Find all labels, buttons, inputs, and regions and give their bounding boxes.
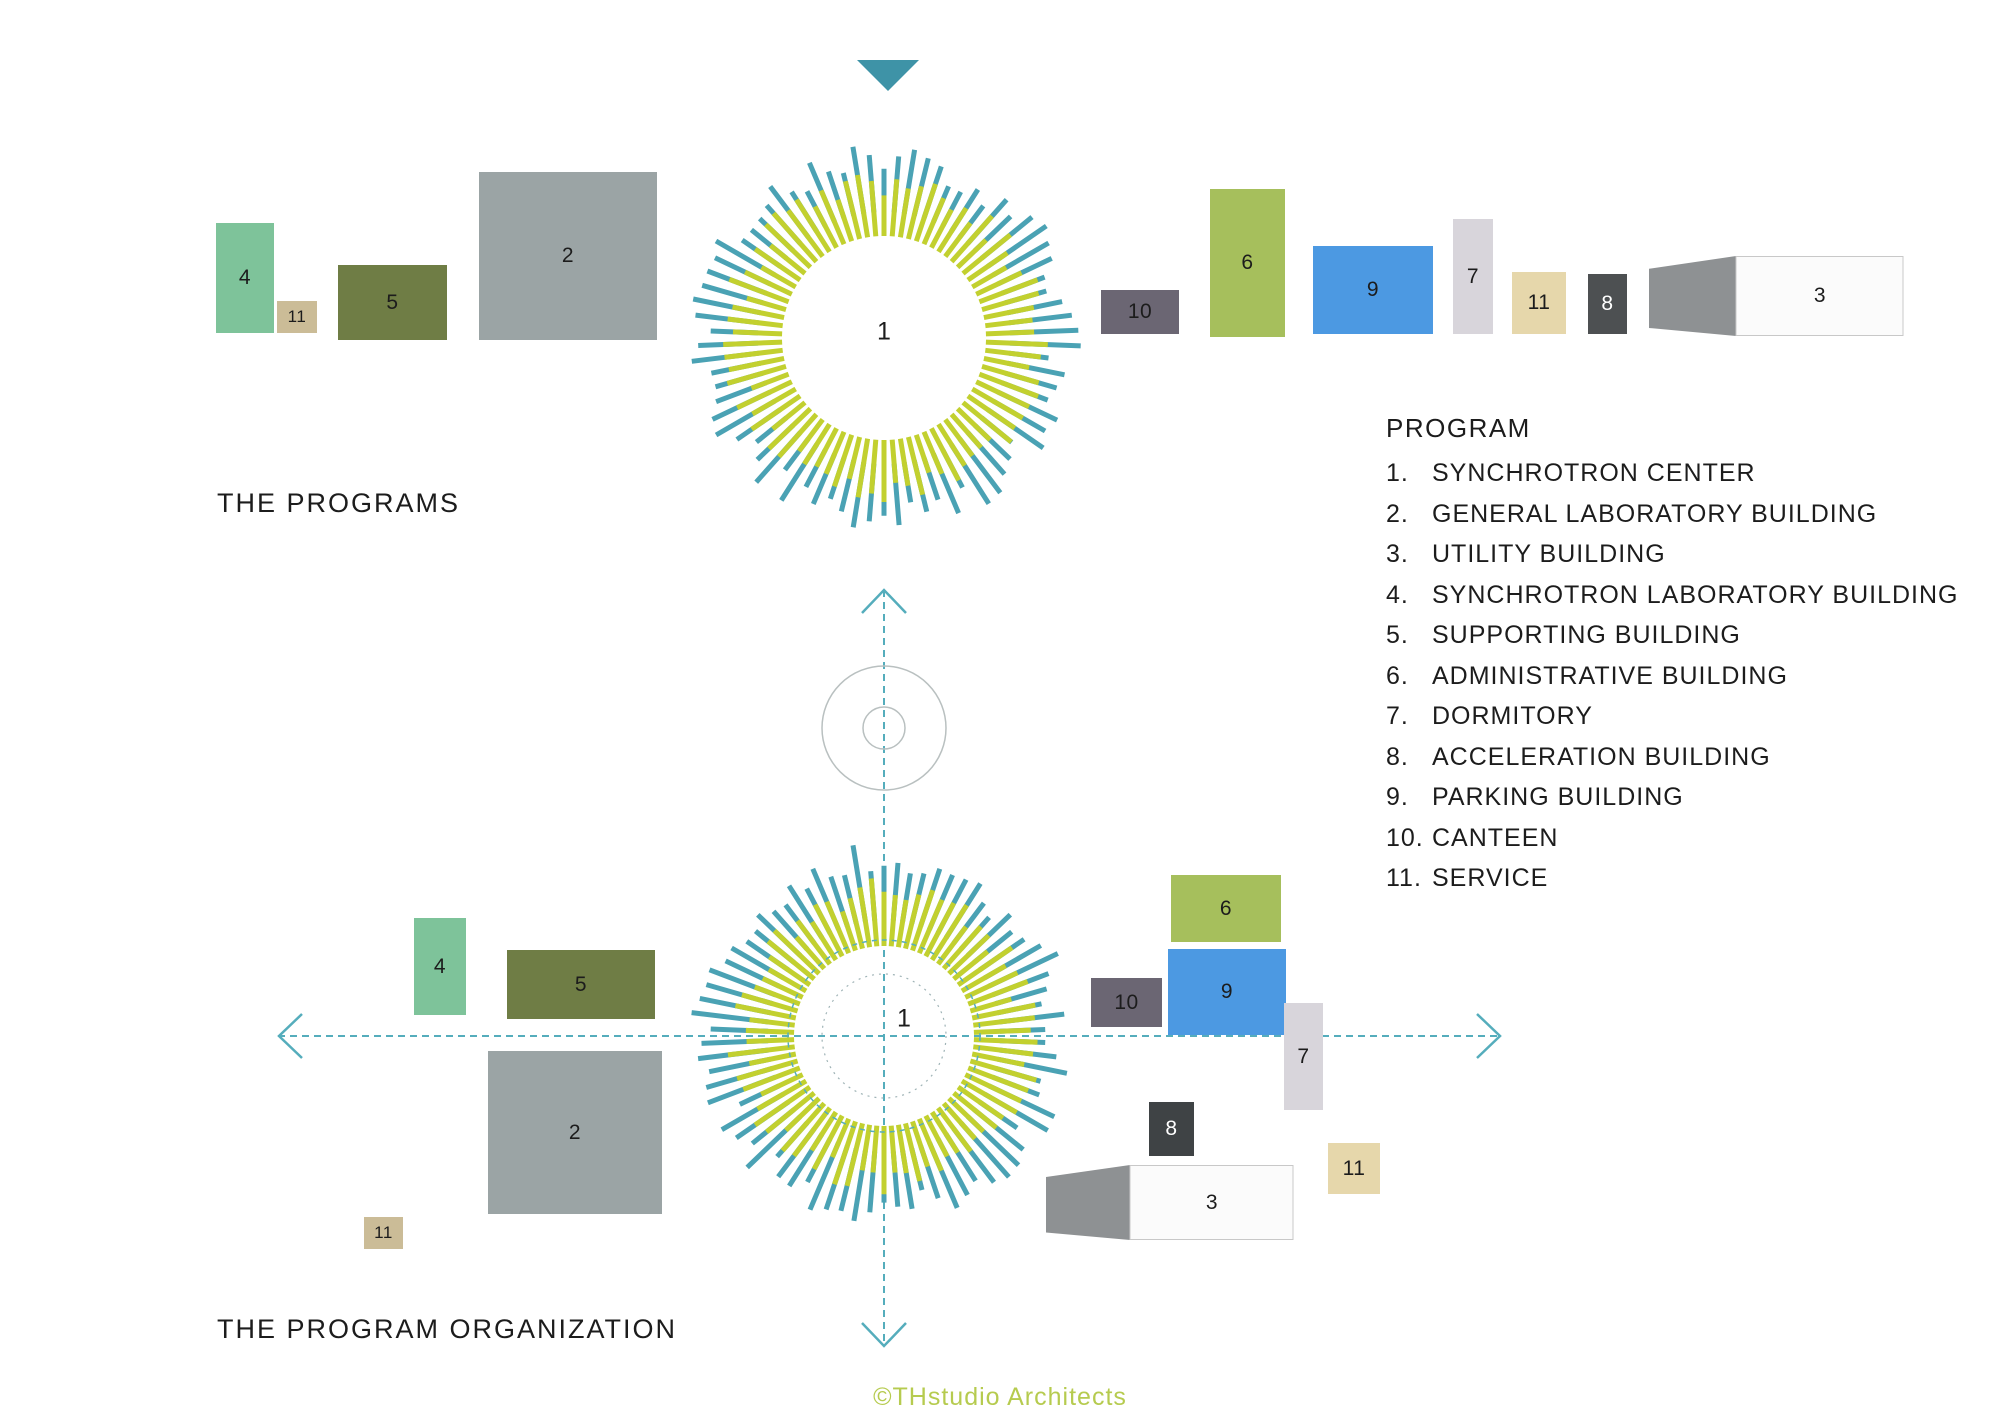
legend-item-number: 5. bbox=[1386, 621, 1409, 649]
block-label: 9 bbox=[1220, 980, 1234, 1003]
block-label: 8 bbox=[1165, 1117, 1178, 1140]
legend-item-10: 10. CANTEEN bbox=[1386, 824, 1958, 865]
block-label: 2 bbox=[568, 1120, 582, 1144]
programs-block-3: 3 bbox=[1649, 256, 1904, 336]
legend-item-number: 9. bbox=[1386, 783, 1409, 811]
block-label: 2 bbox=[561, 244, 575, 267]
organization-block-7: 7 bbox=[1284, 1003, 1323, 1110]
legend-item-11: 11. SERVICE bbox=[1386, 864, 1958, 905]
organization-block-2: 2 bbox=[488, 1051, 662, 1214]
left-arrow-icon bbox=[277, 1013, 303, 1059]
block-label: 4 bbox=[433, 954, 447, 978]
programs-block-7: 7 bbox=[1453, 219, 1493, 334]
concentric-ring-inner bbox=[862, 706, 906, 750]
legend-item-8: 8. ACCELERATION BUILDING bbox=[1386, 743, 1958, 784]
legend-item-number: 11. bbox=[1386, 864, 1422, 892]
right-arrow-icon bbox=[1476, 1013, 1502, 1059]
block-label: 3 bbox=[1813, 284, 1827, 307]
legend-item-number: 1. bbox=[1386, 459, 1409, 487]
programs-block-9: 9 bbox=[1313, 246, 1433, 334]
legend-item-2: 2. GENERAL LABORATORY BUILDING bbox=[1386, 500, 1958, 541]
legend-item-number: 8. bbox=[1386, 742, 1409, 771]
block-label: 3 bbox=[1205, 1190, 1219, 1214]
programs-block-10: 10 bbox=[1101, 290, 1179, 334]
legend-item-3: 3. UTILITY BUILDING bbox=[1386, 540, 1958, 581]
block-label: 6 bbox=[1241, 251, 1254, 274]
legend-item-label: ADMINISTRATIVE BUILDING bbox=[1432, 661, 1788, 690]
block-label: 11 bbox=[287, 307, 307, 326]
block-label: 8 bbox=[1601, 292, 1614, 315]
legend-item-9: 9. PARKING BUILDING bbox=[1386, 783, 1958, 824]
legend-item-number: 10. bbox=[1386, 823, 1424, 852]
legend-item-label: CANTEEN bbox=[1432, 823, 1559, 852]
programs-block-11a: 11 bbox=[277, 301, 317, 333]
block-label: 11 bbox=[374, 1223, 393, 1242]
organization-block-9: 9 bbox=[1168, 949, 1286, 1035]
legend-item-label: SERVICE bbox=[1432, 864, 1549, 892]
legend-item-label: UTILITY BUILDING bbox=[1432, 540, 1666, 568]
concentric-ring-outer bbox=[821, 665, 947, 791]
block-label: 7 bbox=[1466, 264, 1480, 288]
block-label: 10 bbox=[1114, 990, 1139, 1014]
programs-block-11b: 11 bbox=[1512, 272, 1566, 334]
sunburst-top: 1 bbox=[674, 128, 1094, 553]
organization-title: THE PROGRAM ORGANIZATION bbox=[217, 1314, 678, 1344]
block-label: 5 bbox=[386, 290, 399, 314]
up-arrow-icon bbox=[861, 588, 907, 614]
block-label: 5 bbox=[574, 972, 588, 996]
legend-item-5: 5. SUPPORTING BUILDING bbox=[1386, 621, 1958, 662]
legend-item-4: 4. SYNCHROTRON LABORATORY BUILDING bbox=[1386, 581, 1958, 622]
organization-block-6: 6 bbox=[1171, 875, 1281, 942]
programs-block-6: 6 bbox=[1210, 189, 1285, 337]
legend-title: PROGRAM bbox=[1386, 413, 1531, 443]
organization-block-11b: 11 bbox=[1328, 1143, 1380, 1194]
legend-item-number: 2. bbox=[1386, 499, 1409, 528]
legend-item-label: SYNCHROTRON CENTER bbox=[1432, 459, 1756, 487]
down-arrow-icon bbox=[861, 1322, 907, 1348]
block-label: 11 bbox=[1527, 291, 1551, 314]
programs-block-5: 5 bbox=[338, 265, 447, 340]
legend-item-label: PARKING BUILDING bbox=[1432, 783, 1684, 811]
legend-list: 1. SYNCHROTRON CENTER 2. GENERAL LABORATORY… bbox=[1386, 459, 1958, 905]
credit-text: ©THstudio Architects bbox=[873, 1383, 1127, 1411]
legend-item-number: 3. bbox=[1386, 540, 1409, 568]
legend-item-label: ACCELERATION BUILDING bbox=[1432, 742, 1771, 771]
organization-block-5: 5 bbox=[507, 950, 655, 1019]
programs-block-8: 8 bbox=[1588, 274, 1627, 334]
legend-item-number: 6. bbox=[1386, 661, 1409, 690]
organization-block-8: 8 bbox=[1149, 1102, 1194, 1156]
legend-item-number: 4. bbox=[1386, 580, 1409, 609]
block-label: 11 bbox=[1342, 1156, 1366, 1180]
block-label: 7 bbox=[1297, 1044, 1310, 1068]
legend-item-7: 7. DORMITORY bbox=[1386, 702, 1958, 743]
programs-title: THE PROGRAMS bbox=[217, 488, 461, 518]
legend-item-label: DORMITORY bbox=[1432, 702, 1593, 730]
sunburst-bottom: 1 bbox=[674, 826, 1094, 1251]
block-label: 6 bbox=[1219, 896, 1233, 920]
legend: PROGRAM 1. SYNCHROTRON CENTER 2. GENERAL LA… bbox=[1386, 413, 1958, 905]
legend-item-label: GENERAL LABORATORY BUILDING bbox=[1432, 499, 1878, 528]
sunburst-center-label: 1 bbox=[877, 317, 891, 346]
block-label: 9 bbox=[1366, 278, 1380, 301]
legend-item-label: SUPPORTING BUILDING bbox=[1432, 621, 1741, 649]
programs-block-4: 4 bbox=[216, 223, 274, 333]
legend-item-1: 1. SYNCHROTRON CENTER bbox=[1386, 459, 1958, 500]
block-label: 10 bbox=[1127, 300, 1153, 323]
legend-item-6: 6. ADMINISTRATIVE BUILDING bbox=[1386, 662, 1958, 703]
organization-block-4: 4 bbox=[414, 918, 466, 1015]
organization-block-10: 10 bbox=[1091, 978, 1162, 1027]
programs-block-2: 2 bbox=[479, 172, 657, 340]
legend-item-label: SYNCHROTRON LABORATORY BUILDING bbox=[1432, 580, 1959, 609]
sunburst-center-label: 1 bbox=[897, 1004, 911, 1033]
block-label: 4 bbox=[238, 266, 252, 289]
organization-block-11a: 11 bbox=[364, 1217, 403, 1249]
organization-block-3: 3 bbox=[1046, 1165, 1294, 1240]
legend-item-number: 7. bbox=[1386, 702, 1409, 730]
down-triangle-marker bbox=[857, 60, 919, 91]
